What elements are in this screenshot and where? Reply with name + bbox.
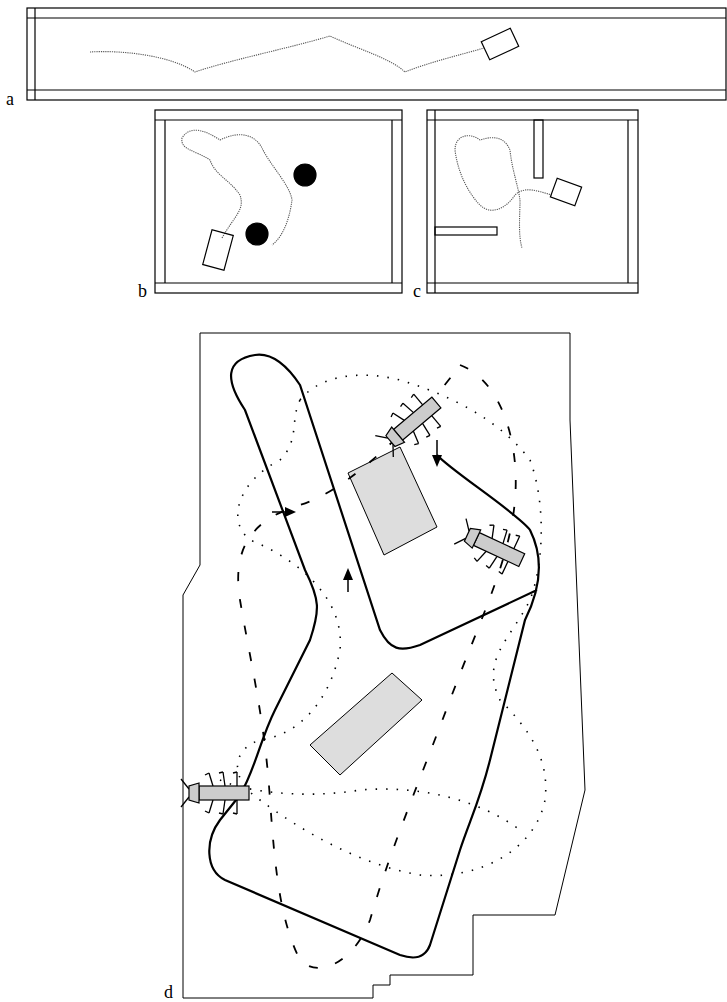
panel-b	[155, 110, 402, 293]
panel-d	[181, 333, 585, 998]
panel-label: c	[413, 282, 421, 300]
panel-label: b	[138, 282, 147, 300]
panel-a	[27, 8, 726, 100]
panel-c	[427, 110, 638, 293]
panel-label: a	[6, 90, 14, 108]
panel-label: d	[164, 983, 173, 1001]
